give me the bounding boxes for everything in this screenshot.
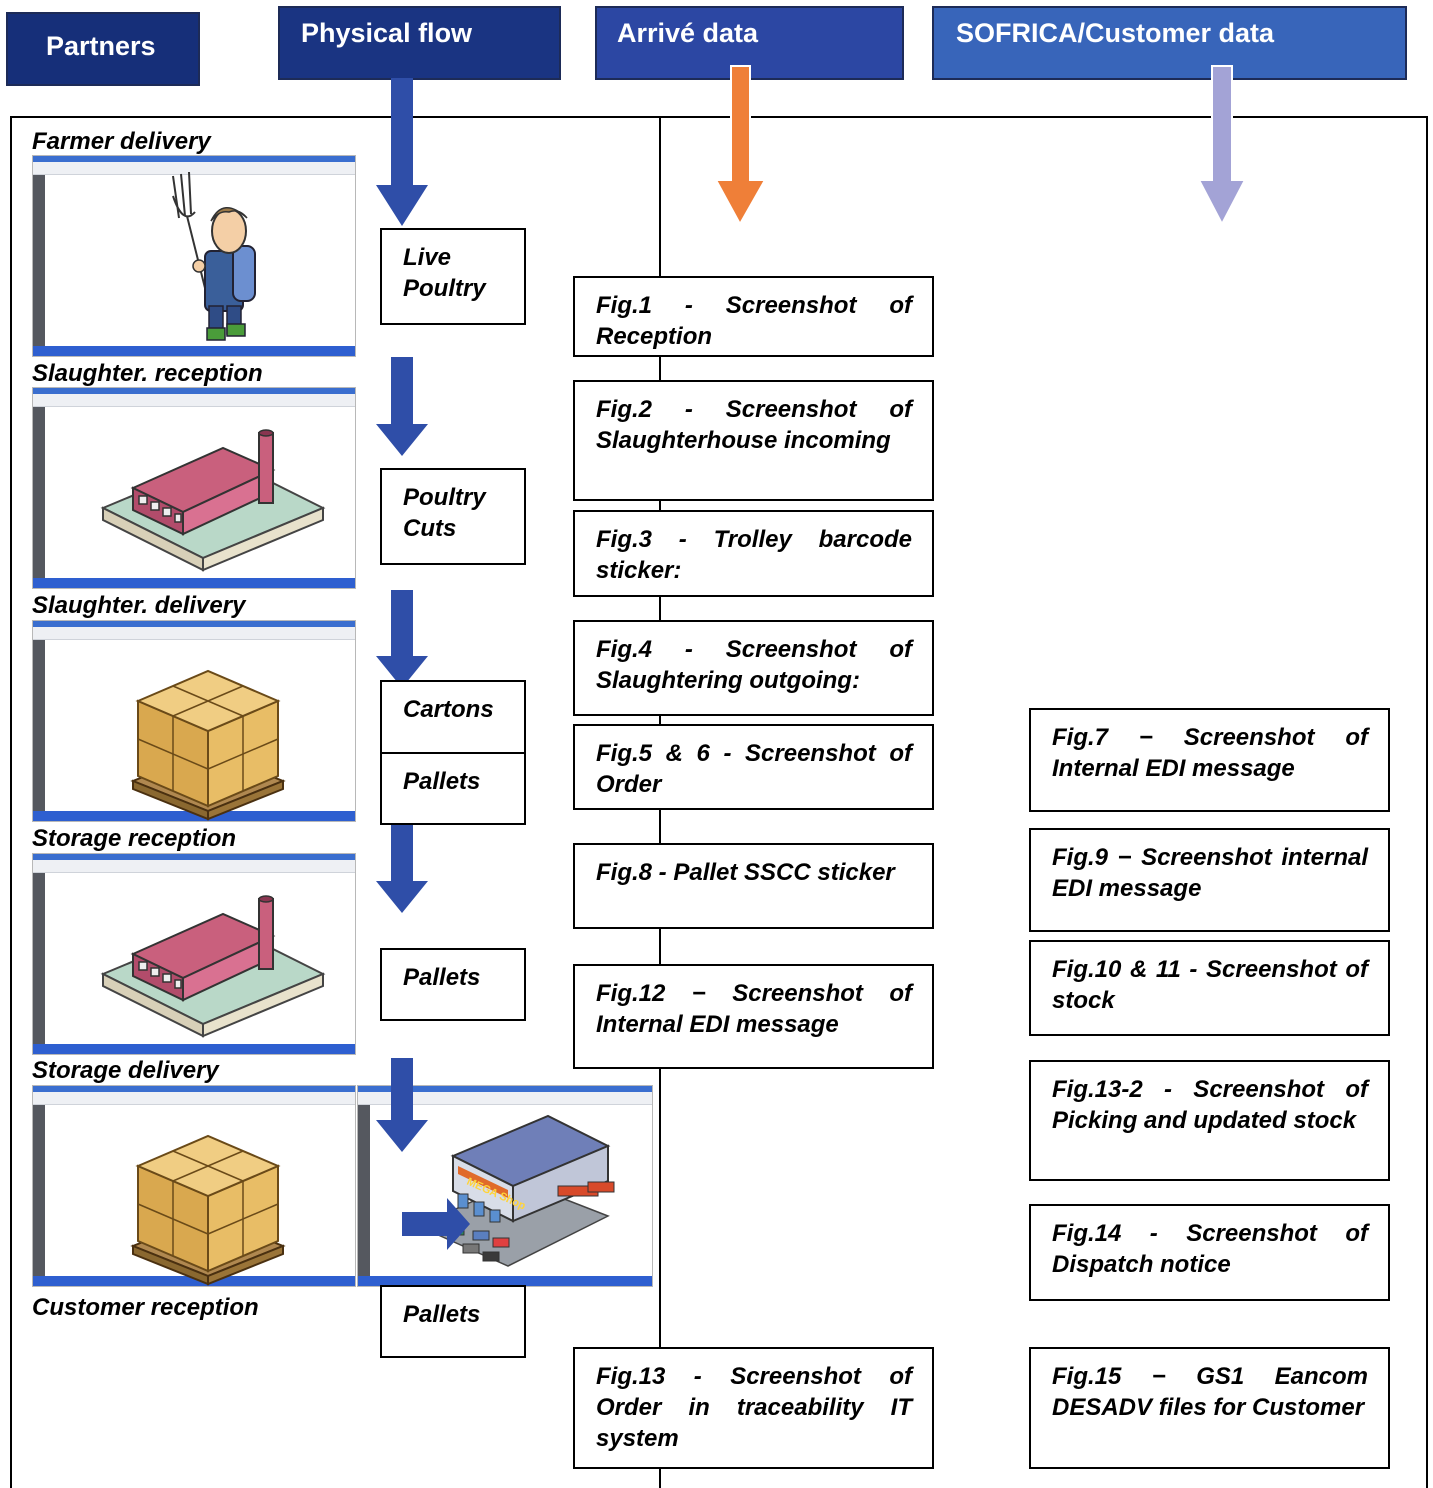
partner-label-storage-reception: Storage reception — [32, 825, 237, 852]
farmer-screenshot — [32, 155, 356, 357]
factory-icon — [100, 429, 326, 572]
partner-label-farmer-delivery: Farmer delivery — [32, 128, 211, 155]
cartons-screenshot-1 — [32, 620, 356, 822]
partner-label-slaughter-delivery: Slaughter. delivery — [32, 592, 246, 619]
arrive-fig-5-6: Fig.5 & 6 - Screenshot of Order — [573, 724, 934, 810]
flow-box-pallets-1: Pallets — [380, 752, 526, 825]
sofrica-fig-14: Fig.14 - Screenshot of Dispatch notice — [1029, 1204, 1390, 1301]
header-sofrica-data: SOFRICA/Customer data — [932, 6, 1407, 80]
farmer-icon — [172, 171, 256, 341]
header-partners-label: Partners — [46, 31, 156, 61]
partner-label-storage-delivery: Storage delivery — [32, 1057, 219, 1084]
flow-box-poultry-cuts: Poultry Cuts — [380, 468, 526, 565]
slaughterhouse-screenshot — [32, 387, 356, 589]
header-physical-flow: Physical flow — [278, 6, 561, 80]
arrive-fig-1: Fig.1 - Screenshot of Reception — [573, 276, 934, 357]
header-physical-flow-label: Physical flow — [301, 18, 473, 48]
header-sofrica-data-label: SOFRICA/Customer data — [956, 18, 1275, 48]
flow-box-pallets-2: Pallets — [380, 948, 526, 1021]
sofrica-fig-10-11: Fig.10 & 11 - Screenshot of stock — [1029, 940, 1390, 1036]
sofrica-fig-15: Fig.15 − GS1 Eancom DESADV files for Cus… — [1029, 1347, 1390, 1469]
sofrica-fig-9: Fig.9 − Screenshot internal EDI message — [1029, 828, 1390, 932]
storage-screenshot — [32, 853, 356, 1055]
header-partners: Partners — [6, 12, 200, 86]
sofrica-fig-13-2: Fig.13-2 - Screenshot of Picking and upd… — [1029, 1060, 1390, 1181]
cartons-pallet-icon — [130, 1134, 286, 1286]
supermarket-icon: MEGA Shop — [416, 1114, 615, 1267]
cartons-screenshot-2 — [32, 1085, 356, 1287]
arrive-fig-2: Fig.2 - Screenshot of Slaughterhouse inc… — [573, 380, 934, 501]
arrive-fig-3: Fig.3 - Trolley barcode sticker: — [573, 510, 934, 597]
flow-box-live-poultry: Live Poultry — [380, 228, 526, 325]
arrive-fig-4: Fig.4 - Screenshot of Slaughtering outgo… — [573, 620, 934, 716]
arrive-fig-8: Fig.8 - Pallet SSCC sticker — [573, 843, 934, 929]
supermarket-screenshot: MEGA Shop — [357, 1085, 653, 1287]
flow-box-pallets-3: Pallets — [380, 1285, 526, 1358]
flow-box-cartons: Cartons — [380, 680, 526, 754]
arrive-fig-13: Fig.13 - Screenshot of Order in traceabi… — [573, 1347, 934, 1469]
cartons-pallet-icon — [130, 669, 286, 821]
factory-icon — [100, 895, 326, 1038]
partner-label-slaughter-reception: Slaughter. reception — [32, 360, 263, 387]
header-arrive-data: Arrivé data — [595, 6, 904, 80]
partner-label-customer-reception: Customer reception — [32, 1294, 259, 1321]
sofrica-fig-7: Fig.7 − Screenshot of Internal EDI messa… — [1029, 708, 1390, 812]
header-arrive-data-label: Arrivé data — [617, 18, 759, 48]
arrive-fig-12: Fig.12 − Screenshot of Internal EDI mess… — [573, 964, 934, 1069]
